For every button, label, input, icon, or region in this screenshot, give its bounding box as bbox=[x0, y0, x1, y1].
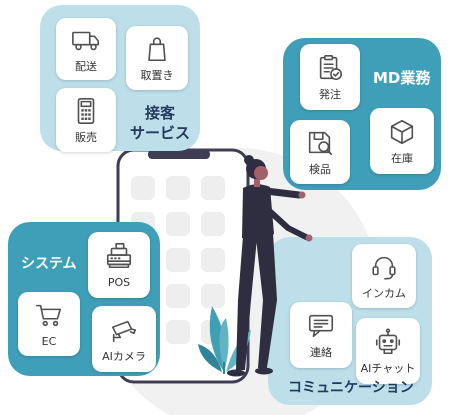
card-label: 販売 bbox=[75, 131, 97, 144]
chat-icon bbox=[306, 311, 336, 341]
card-label: 配送 bbox=[75, 60, 97, 73]
card-label: 在庫 bbox=[391, 152, 413, 165]
security-camera-icon bbox=[109, 315, 139, 345]
phone-app-tile bbox=[166, 212, 190, 236]
card-label: 連絡 bbox=[310, 346, 332, 359]
phone-app-tile bbox=[131, 176, 155, 200]
panel-title: MD業務 bbox=[373, 69, 431, 87]
robot-icon bbox=[373, 327, 403, 357]
phone-app-tile bbox=[166, 176, 190, 200]
panel-system: システム POS bbox=[8, 222, 160, 376]
card-contact: 連絡 bbox=[290, 302, 352, 368]
card-label: AIカメラ bbox=[102, 350, 146, 363]
panel-title: コミュニケーション bbox=[288, 380, 414, 396]
card-label: EC bbox=[41, 335, 57, 348]
card-pos: POS bbox=[88, 232, 150, 298]
panel-customer-service: 配送 取置き bbox=[40, 5, 200, 152]
headset-icon bbox=[369, 252, 399, 282]
card-ordering: 発注 bbox=[300, 44, 360, 110]
calculator-icon bbox=[71, 96, 101, 126]
card-ai-camera: AIカメラ bbox=[92, 306, 156, 372]
card-label: POS bbox=[107, 276, 131, 289]
box-icon bbox=[387, 117, 417, 147]
phone-app-tile bbox=[166, 284, 190, 308]
phone-app-tile bbox=[166, 320, 190, 344]
card-label: 検品 bbox=[309, 163, 331, 176]
panel-title: システム bbox=[21, 256, 77, 272]
card-pickup-hold: 取置き bbox=[126, 26, 188, 90]
phone-app-tile bbox=[201, 248, 225, 272]
card-ai-chat: AIチャット bbox=[356, 318, 420, 384]
phone-app-tile bbox=[201, 212, 225, 236]
card-label: インカム bbox=[362, 287, 406, 300]
card-sales: 販売 bbox=[56, 88, 116, 152]
clipboard-check-icon bbox=[315, 53, 345, 83]
card-ec: EC bbox=[18, 292, 80, 356]
shopping-cart-icon bbox=[34, 300, 64, 330]
panel-title-line: サービス bbox=[129, 124, 190, 142]
truck-icon bbox=[71, 25, 101, 55]
card-inventory: 在庫 bbox=[370, 108, 434, 174]
card-inspection: 検品 bbox=[290, 120, 350, 184]
card-intercom: インカム bbox=[352, 244, 416, 308]
shopping-bag-icon bbox=[142, 34, 172, 64]
phone-app-tile bbox=[201, 176, 225, 200]
card-label: 取置き bbox=[140, 69, 174, 82]
cash-register-icon bbox=[104, 241, 134, 271]
card-label: AIチャット bbox=[360, 362, 416, 375]
panel-title: 接客 サービス bbox=[124, 103, 196, 143]
panel-title-line: 接客 bbox=[144, 104, 175, 122]
card-delivery: 配送 bbox=[56, 18, 116, 80]
phone-notch bbox=[148, 150, 210, 159]
phone-app-tile bbox=[201, 284, 225, 308]
card-label: 発注 bbox=[319, 88, 341, 101]
floppy-search-icon bbox=[305, 128, 335, 158]
panel-md-operations: 発注 MD業務 在庫 bbox=[283, 38, 441, 190]
panel-communication: インカム 連絡 bbox=[268, 237, 432, 405]
phone-app-tile bbox=[166, 248, 190, 272]
